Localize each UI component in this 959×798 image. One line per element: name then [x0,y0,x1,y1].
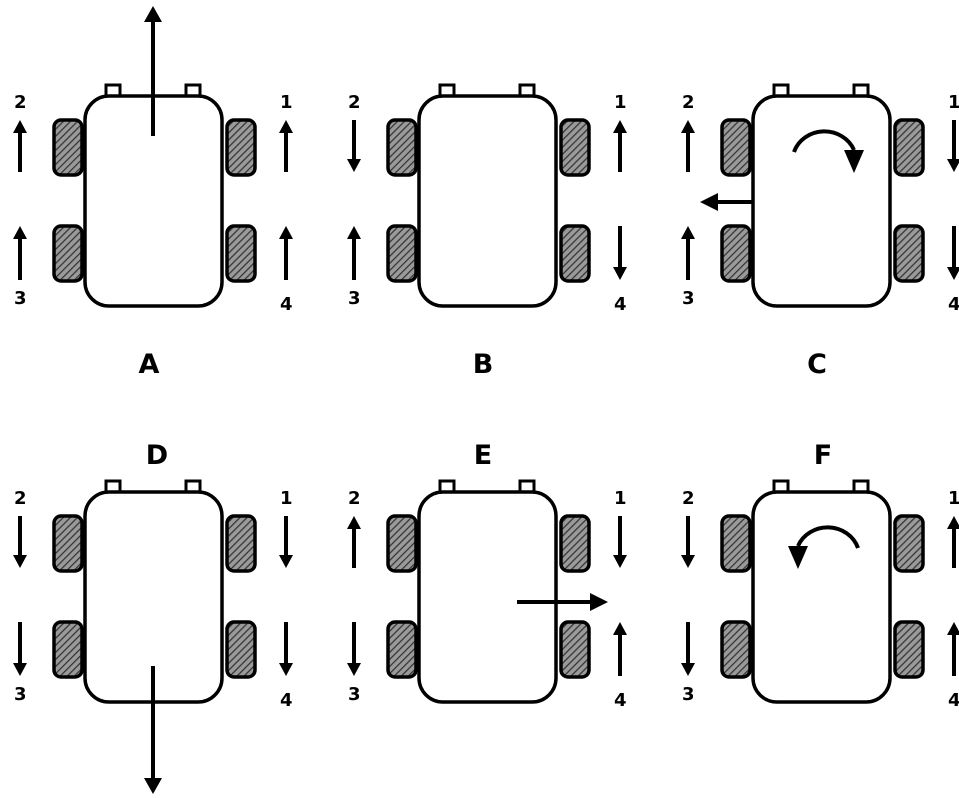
wheel-1-direction-arrow [947,516,959,568]
robot-body [417,490,558,704]
robot-body [417,94,558,308]
wheel-1 [225,118,257,177]
wheel-1-direction-arrow [613,516,627,568]
rotate-clockwise-arrow [792,129,864,173]
wheel-4 [225,224,257,283]
wheel-4-direction-arrow [613,226,627,280]
wheel-3-direction-arrow [681,622,695,676]
wheel-1-number: 1 [614,92,627,113]
wheel-1 [893,118,925,177]
wheel-4-number: 4 [614,690,627,711]
panel-a: 1 2 3 4A [13,6,293,380]
wheel-1-number: 1 [614,488,627,509]
wheel-2-direction-arrow [13,516,27,568]
wheel-3 [720,620,752,679]
wheel-3-number: 3 [682,288,695,309]
wheel-2 [52,514,84,573]
wheel-3-direction-arrow [13,226,27,280]
wheel-3-number: 3 [682,684,695,705]
robot-body [751,94,892,308]
panel-c: 1 2 3 4C [681,83,959,380]
wheel-2 [52,118,84,177]
wheel-1 [559,118,591,177]
wheel-1-direction-arrow [279,516,293,568]
wheel-1-direction-arrow [279,120,293,172]
wheel-2-number: 2 [682,488,695,509]
motion-arrow-forward [144,6,162,136]
motion-arrow-right [517,593,608,611]
wheel-4-direction-arrow [279,226,293,280]
wheel-1-direction-arrow [947,120,959,172]
motion-arrow-backward [144,666,162,794]
wheel-2-number: 2 [348,92,361,113]
wheel-4 [893,620,925,679]
wheel-4 [225,620,257,679]
wheel-3 [52,620,84,679]
wheel-1-number: 1 [280,488,293,509]
wheel-2-number: 2 [348,488,361,509]
wheel-2 [386,514,418,573]
panel-letter: E [474,440,492,471]
wheel-2 [720,514,752,573]
panel-b: 1 2 3 4B [347,83,792,380]
wheel-3-number: 3 [348,288,361,309]
wheel-1-number: 1 [280,92,293,113]
wheel-4-direction-arrow [947,622,959,676]
wheel-4-direction-arrow [279,622,293,676]
wheel-4-number: 4 [948,294,959,315]
wheel-4-number: 4 [948,690,959,711]
panel-letter: A [139,349,160,380]
wheel-3 [386,224,418,283]
wheel-3-direction-arrow [347,622,361,676]
wheel-2-direction-arrow [681,120,695,172]
wheel-3 [720,224,752,283]
wheel-2-direction-arrow [347,516,361,568]
wheel-1-direction-arrow [613,120,627,172]
wheel-2-number: 2 [14,92,27,113]
panel-letter: B [473,349,494,380]
wheel-1 [893,514,925,573]
wheel-3-number: 3 [348,684,361,705]
wheel-4-direction-arrow [947,226,959,280]
wheel-3-direction-arrow [681,226,695,280]
wheel-1-number: 1 [948,488,959,509]
wheel-4-number: 4 [280,690,293,711]
wheel-3 [386,620,418,679]
rotate-counterclockwise-arrow [788,525,860,569]
wheel-3-number: 3 [14,288,27,309]
wheel-4-direction-arrow [613,622,627,676]
panel-e: 1 2 3 4 E [347,440,627,711]
panel-letter: F [814,440,832,471]
wheel-2 [720,118,752,177]
panel-d: 1 2 3 4 D [13,440,293,794]
wheel-4-number: 4 [614,294,627,315]
wheel-4-number: 4 [280,294,293,315]
wheel-3 [52,224,84,283]
wheel-4 [559,620,591,679]
wheel-2-direction-arrow [681,516,695,568]
wheel-2-number: 2 [682,92,695,113]
wheel-3-direction-arrow [347,226,361,280]
wheel-3-direction-arrow [13,622,27,676]
wheel-2-direction-arrow [347,120,361,172]
panel-letter: D [146,440,168,471]
wheel-2-number: 2 [14,488,27,509]
wheel-1-number: 1 [948,92,959,113]
wheel-4 [893,224,925,283]
wheel-3-number: 3 [14,684,27,705]
wheel-2 [386,118,418,177]
wheel-1 [225,514,257,573]
robot-body [751,490,892,704]
panel-f: 1 2 3 4 F [681,440,959,711]
wheel-4 [559,224,591,283]
wheel-2-direction-arrow [13,120,27,172]
wheel-1 [559,514,591,573]
panel-letter: C [807,349,827,380]
